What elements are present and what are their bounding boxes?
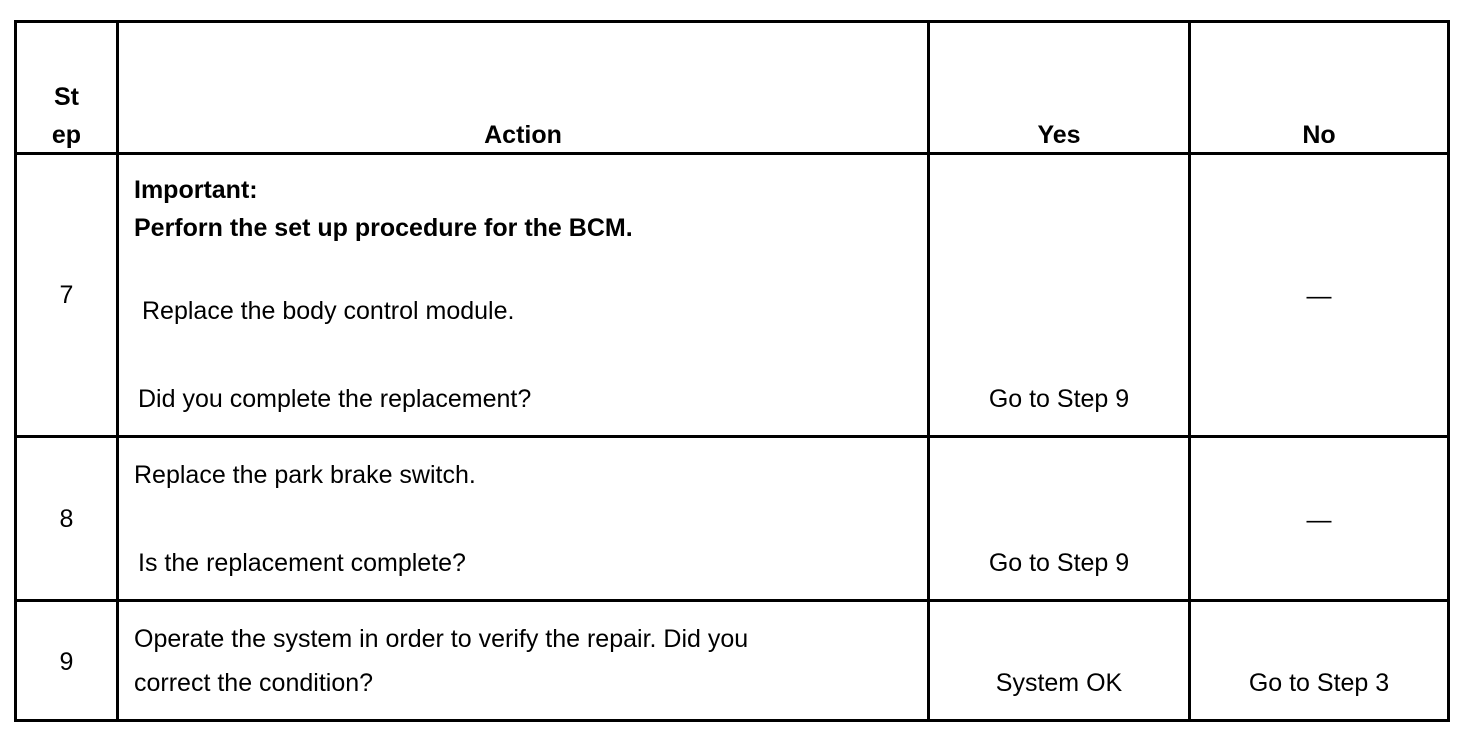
column-divider	[927, 20, 930, 722]
no-result: —	[1306, 282, 1332, 310]
header-step-line2: ep	[51, 121, 82, 149]
action-question: Is the replacement complete?	[138, 549, 466, 577]
header-yes: Yes	[1037, 121, 1081, 149]
step-number: 9	[59, 648, 74, 676]
table-border-right	[1447, 20, 1450, 722]
action-question: Did you complete the replacement?	[138, 385, 532, 413]
action-text: Replace the body control module.	[142, 297, 515, 325]
no-result: —	[1306, 506, 1332, 534]
row-divider	[14, 435, 1450, 438]
no-result: Go to Step 3	[1248, 669, 1390, 697]
header-action: Action	[484, 121, 562, 149]
yes-result: System OK	[995, 669, 1123, 697]
important-label: Important:	[134, 176, 258, 204]
column-divider	[1188, 20, 1191, 722]
step-number: 8	[59, 505, 74, 533]
table-border-bottom	[14, 719, 1450, 722]
header-no: No	[1302, 121, 1336, 149]
yes-result: Go to Step 9	[988, 385, 1130, 413]
action-text: Replace the park brake switch.	[134, 461, 476, 489]
column-divider	[116, 20, 119, 722]
row-divider	[14, 599, 1450, 602]
header-step-line1: St	[54, 83, 79, 111]
diagnostic-table: St ep Action Yes No 7 Important: Perforn…	[14, 20, 1450, 722]
table-border-left	[14, 20, 17, 722]
action-text: Operate the system in order to verify th…	[134, 625, 749, 653]
header-divider	[14, 152, 1450, 155]
important-text: Perforn the set up procedure for the BCM…	[134, 214, 633, 242]
step-number: 7	[59, 281, 74, 309]
action-text-continued: correct the condition?	[134, 669, 374, 697]
header-step: St ep	[17, 82, 116, 150]
table-border-top	[14, 20, 1450, 23]
yes-result: Go to Step 9	[988, 549, 1130, 577]
